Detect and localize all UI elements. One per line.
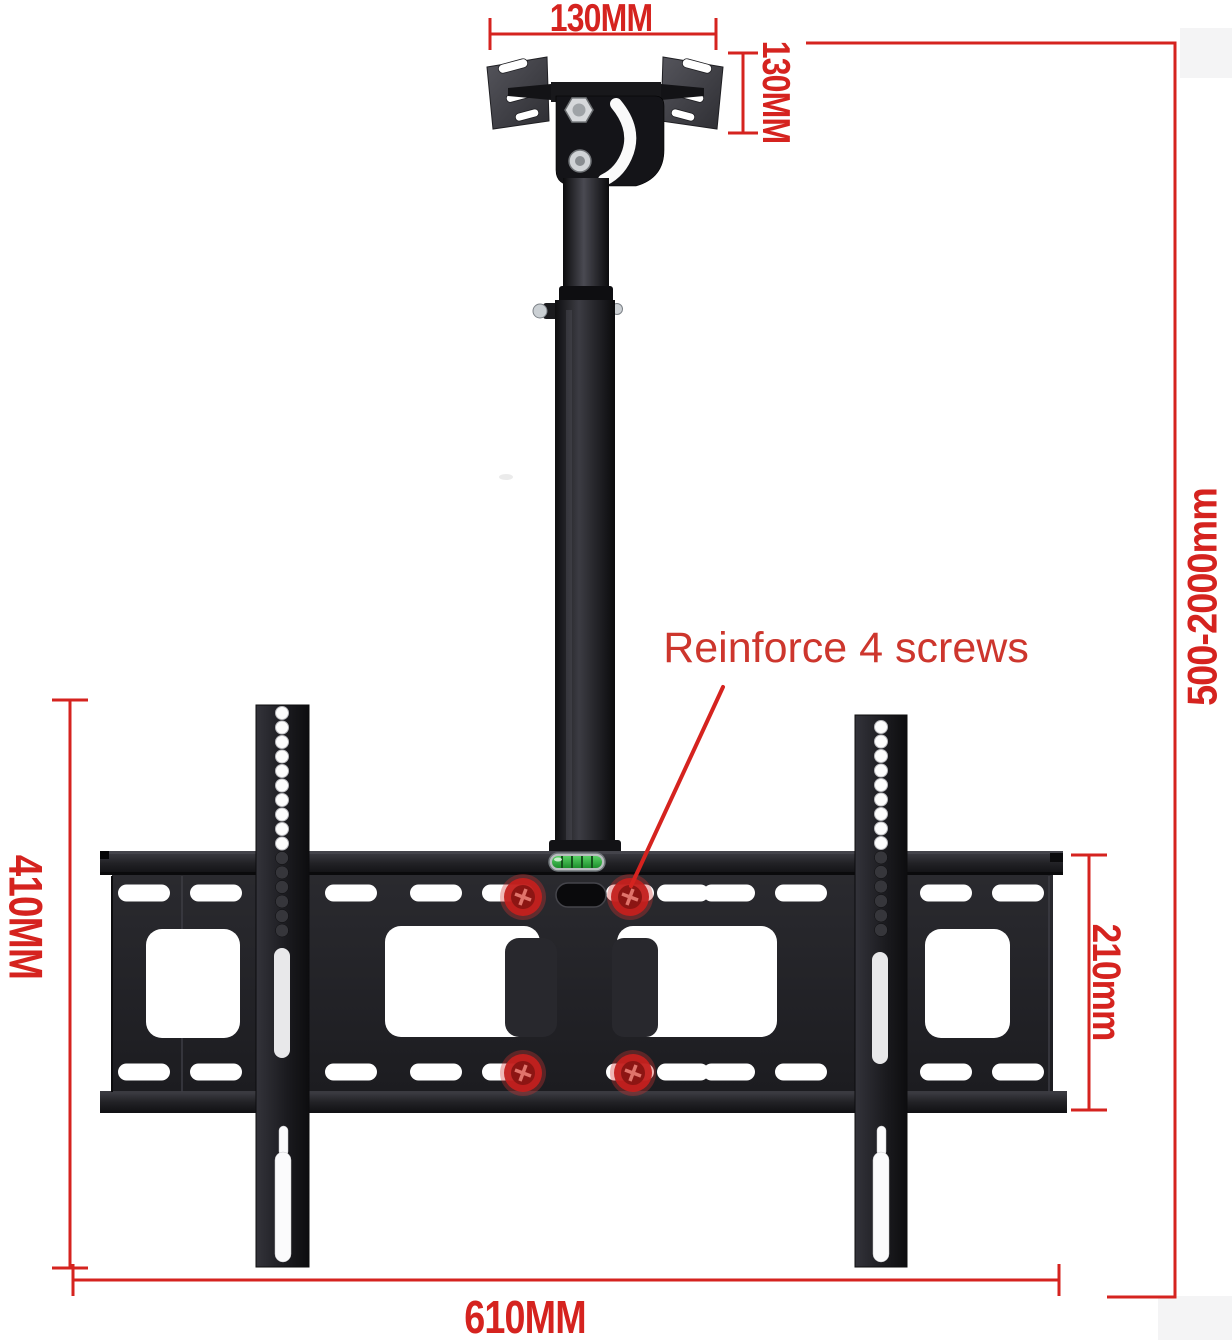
hex-bolt xyxy=(564,97,594,123)
tilt-bracket xyxy=(508,82,704,187)
screw-marker xyxy=(500,874,546,920)
dim-drop-range: 500-2000mm xyxy=(1180,488,1226,706)
reinforce-note: Reinforce 4 screws xyxy=(663,624,1029,672)
tilt-slot xyxy=(598,98,637,186)
telescopic-pole xyxy=(532,178,623,857)
vesa-rail-right xyxy=(854,714,908,1268)
dimensions xyxy=(52,18,1177,1299)
plate-bottom-bar xyxy=(100,1091,1067,1113)
hook-tab-left xyxy=(505,938,557,1037)
dim-right-height: 210mm xyxy=(1085,924,1130,1041)
hook-tab-right xyxy=(612,938,658,1037)
dim-bottom-width: 610MM xyxy=(464,1291,586,1340)
vesa-rail-left xyxy=(255,704,310,1268)
screw-marker xyxy=(610,1050,656,1096)
note-leader-line xyxy=(629,685,725,888)
background-artifacts xyxy=(499,28,1232,1340)
lower-tube xyxy=(555,300,615,848)
dim-top-width: 130MM xyxy=(550,0,653,40)
screw-marker xyxy=(607,874,653,920)
bubble-level xyxy=(548,852,606,872)
screw-marker xyxy=(500,1050,546,1096)
pivot-screw xyxy=(568,149,592,173)
ceiling-bracket xyxy=(486,56,724,187)
mounting-plate xyxy=(100,851,1067,1113)
dim-bracket-height: 130MM xyxy=(754,41,798,144)
plate-windows xyxy=(146,926,1010,1038)
locking-knob-tip xyxy=(532,303,548,319)
center-slot xyxy=(555,882,607,908)
reinforce-screws xyxy=(500,874,656,1096)
dim-left-height: 410MM xyxy=(0,855,51,979)
